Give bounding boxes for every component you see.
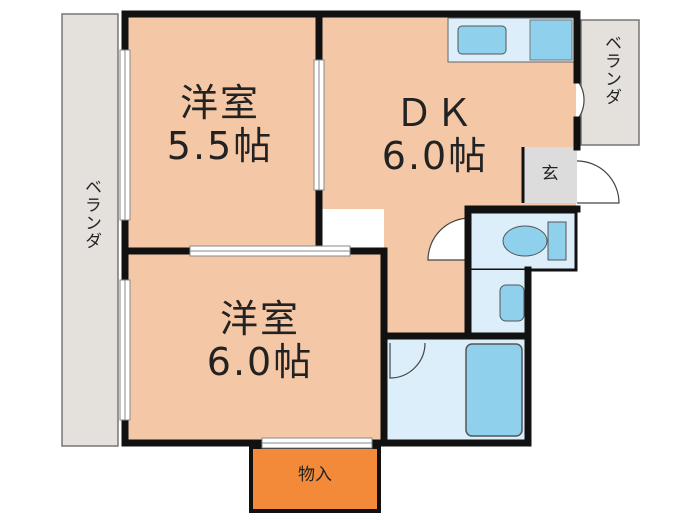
- wash-basin-icon: [499, 284, 525, 322]
- western-room-a-size: 5.5帖: [166, 123, 274, 168]
- western-room-a-area: [125, 14, 319, 251]
- entrance-name: 玄: [541, 164, 559, 184]
- balcony-left-area: [61, 13, 119, 447]
- window-sash-lines: [124, 50, 372, 444]
- western-room-b-size: 6.0帖: [206, 339, 314, 384]
- kitchen-stove-icon: [529, 19, 573, 61]
- balcony-left-label: ベランダ: [81, 178, 101, 250]
- dk-label: ＤＫ 6.0帖: [345, 92, 525, 177]
- entrance-door-swing: [576, 160, 620, 204]
- western-room-a-name: 洋室: [179, 81, 260, 125]
- dk-size: 6.0帖: [381, 133, 489, 178]
- western-room-b-name: 洋室: [219, 297, 300, 341]
- western-room-b-area: [125, 251, 384, 443]
- toilet-tank-icon: [547, 221, 567, 261]
- balcony-right-area: [580, 19, 640, 146]
- bathtub-icon: [465, 343, 523, 437]
- entrance-label: 玄: [523, 164, 577, 184]
- toilet-bowl-icon: [502, 225, 548, 257]
- entrance-area: [523, 147, 577, 203]
- kitchen-sink-icon: [457, 25, 507, 55]
- balcony-door-swing: [576, 79, 585, 121]
- toilet-door-swing: [427, 217, 471, 261]
- storage-name: 物入: [298, 465, 332, 485]
- western-room-b-label: 洋室 6.0帖: [160, 298, 360, 383]
- balcony-right-label: ベランダ: [601, 34, 621, 106]
- dk-name: ＤＫ: [394, 91, 475, 135]
- storage-label: 物入: [251, 465, 379, 485]
- bath-door-swing: [389, 342, 426, 379]
- western-room-a-label: 洋室 5.5帖: [140, 82, 300, 167]
